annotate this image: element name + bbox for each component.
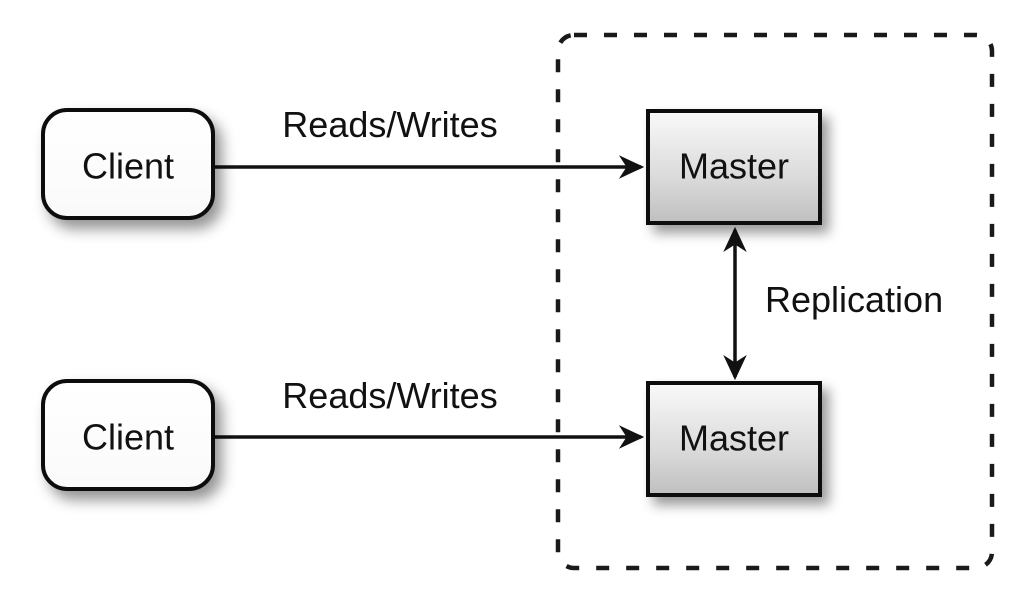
edge-label-replication: Replication: [765, 279, 943, 320]
node-client-bottom-label: Client: [82, 417, 174, 458]
edge-label-reads-writes-bottom: Reads/Writes: [282, 375, 497, 416]
node-client-top-label: Client: [82, 146, 174, 187]
node-master-top-label: Master: [679, 146, 789, 187]
node-client-top[interactable]: Client: [41, 108, 215, 220]
cluster-boundary: [555, 32, 995, 571]
node-master-bottom[interactable]: Master: [646, 381, 822, 497]
node-master-top[interactable]: Master: [646, 109, 822, 225]
node-master-bottom-label: Master: [679, 418, 789, 459]
node-client-bottom[interactable]: Client: [41, 379, 215, 491]
edge-label-reads-writes-top: Reads/Writes: [282, 104, 497, 145]
